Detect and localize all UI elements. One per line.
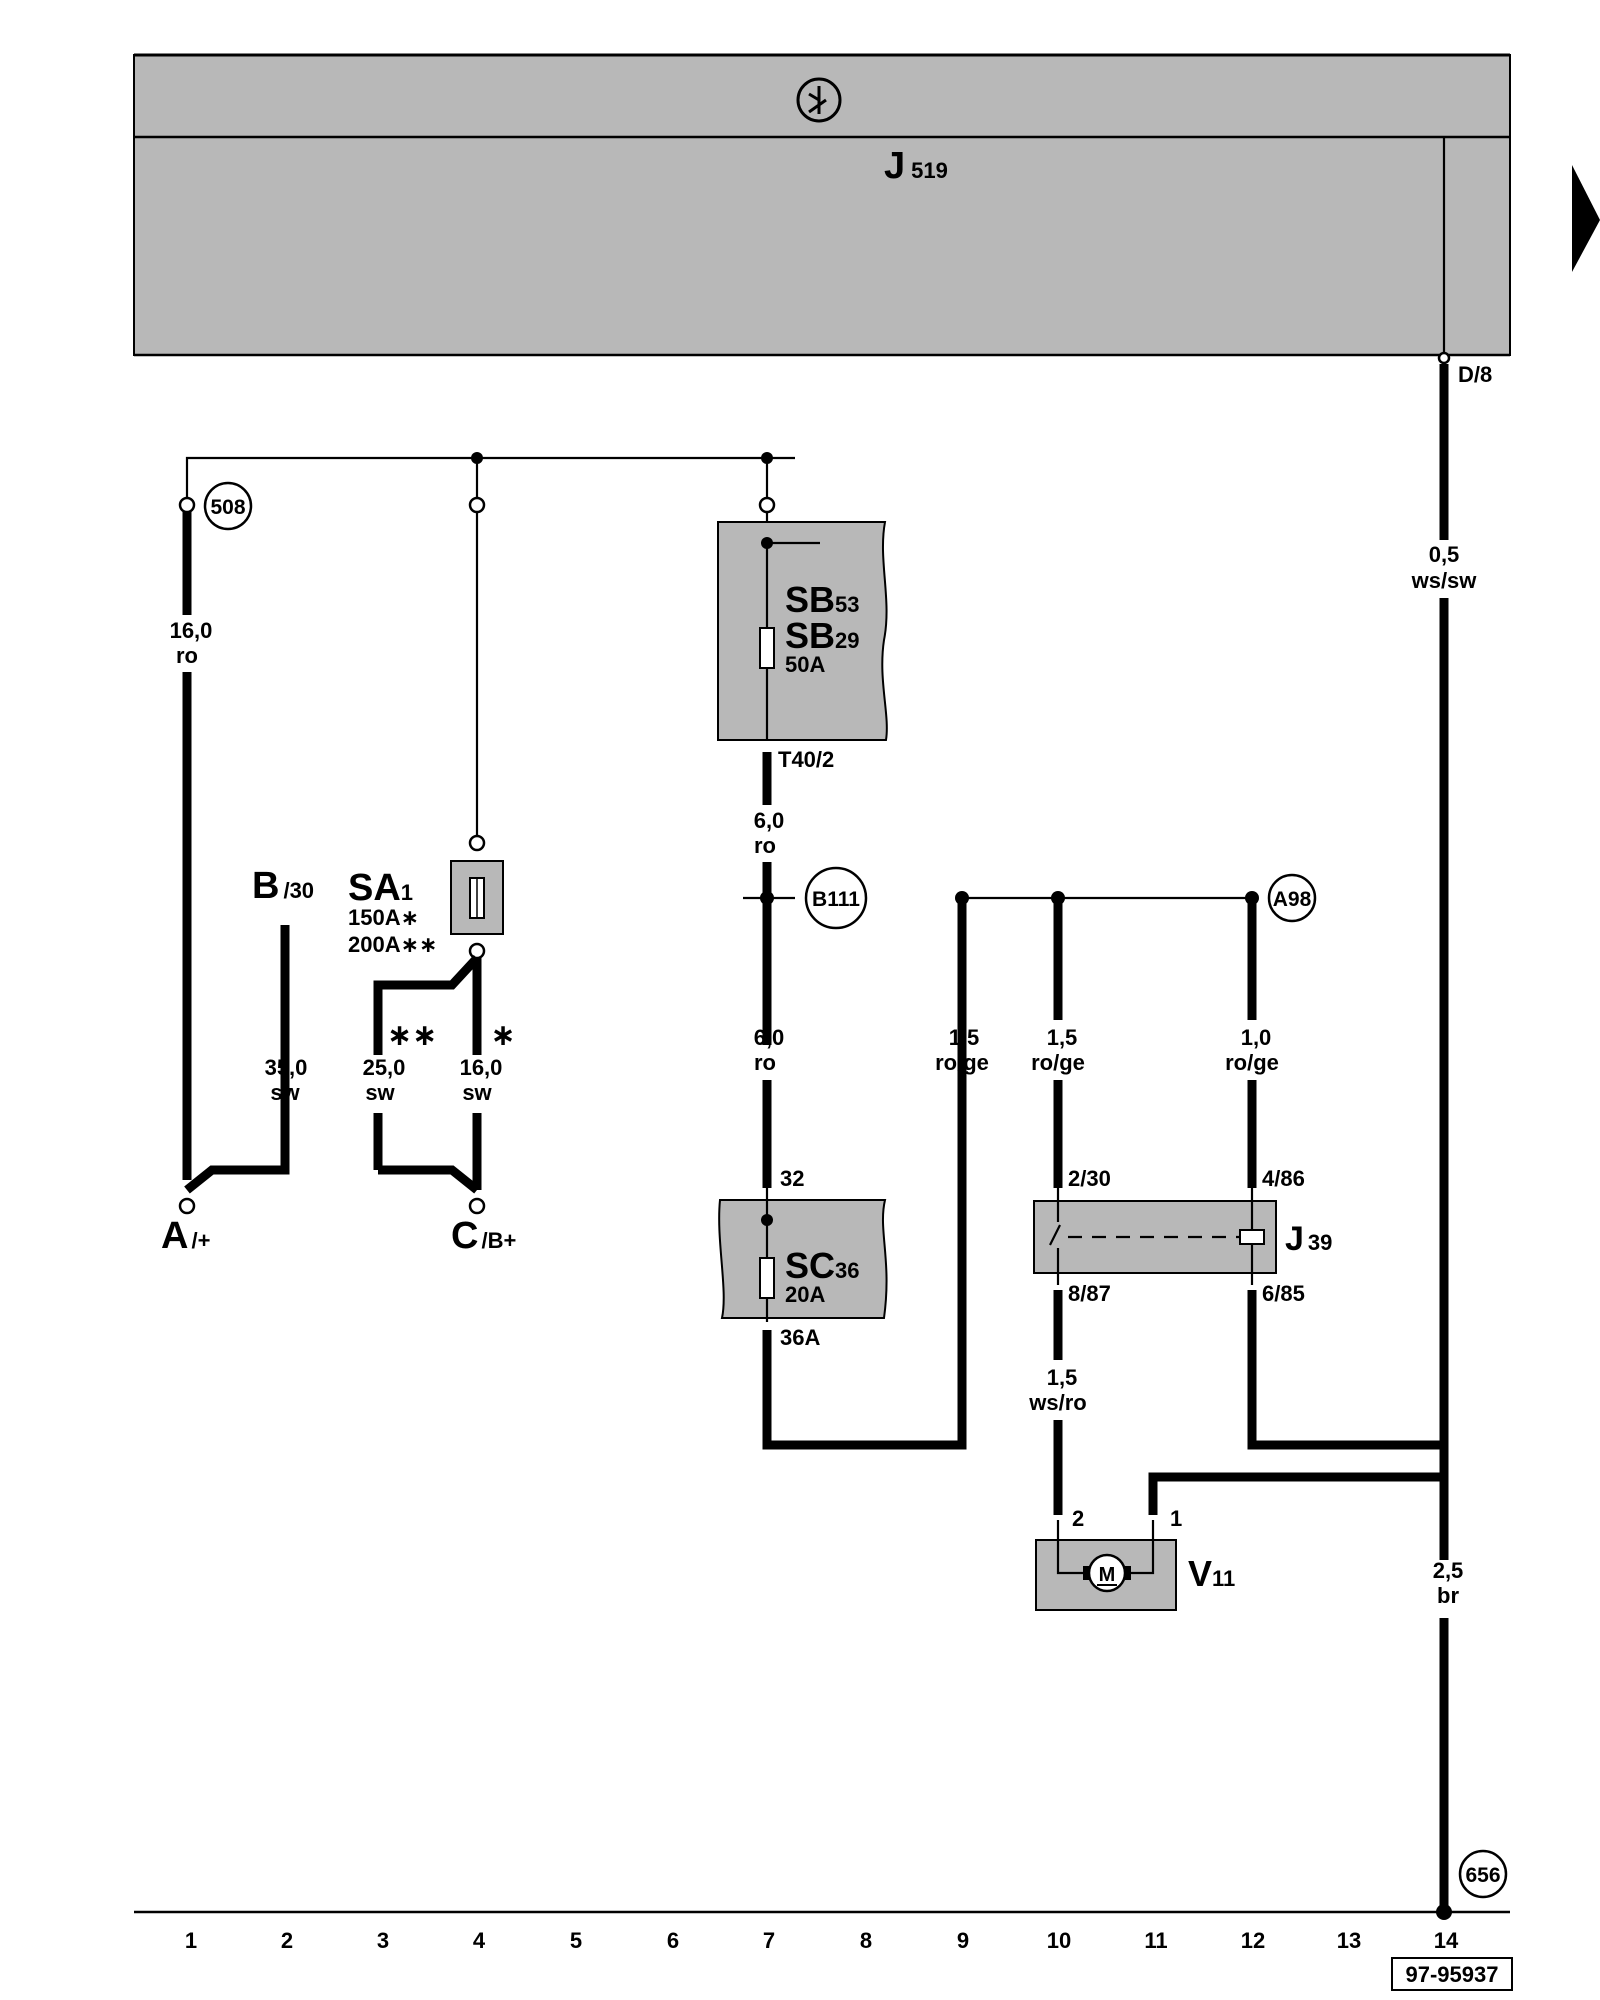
column-number: 7 (763, 1928, 775, 1953)
relay-coil-icon (1239, 1229, 1265, 1245)
wire-label-col10-color: ro/ge (1031, 1050, 1085, 1075)
sa1-rating-150: 150A∗ (348, 905, 419, 930)
wire-label-d8-color: ws/sw (1411, 568, 1478, 593)
wire-label-b111-color: ro (754, 1050, 776, 1075)
wire-label-col10b-size: 1,5 (1047, 1365, 1078, 1390)
wire-label-col9-color: ro/ge (935, 1050, 989, 1075)
column-number: 4 (473, 1928, 486, 1953)
sb29-label: SB29 (785, 615, 860, 656)
svg-text:508: 508 (210, 496, 245, 519)
wire-label-col12-color: ro/ge (1225, 1050, 1279, 1075)
wire-label-c16-color: sw (462, 1080, 492, 1105)
wire-label-b111-size: 6,0 (754, 1025, 785, 1050)
sc-rating: 20A (785, 1282, 825, 1307)
column-number: 13 (1337, 1928, 1361, 1953)
pin-4-86: 4/86 (1262, 1166, 1305, 1191)
column-number: 10 (1047, 1928, 1071, 1953)
fuse-sa1 (450, 860, 504, 935)
pin-6-85: 6/85 (1262, 1281, 1305, 1306)
terminal-b-wire: B/30 35,0 sw (252, 865, 314, 1105)
relay-switch-contact-icon (1049, 1224, 1061, 1246)
terminal-a: A/+ (161, 1215, 210, 1257)
column-number: 8 (860, 1928, 872, 1953)
wire-label-a-size: 16,0 (170, 618, 213, 643)
column-number: 11 (1144, 1928, 1167, 1953)
pin-32: 32 (780, 1166, 804, 1191)
diagram-id: 97-95937 (1406, 1962, 1499, 1987)
wire-label-col10b-color: ws/ro (1028, 1390, 1086, 1415)
column-number: 3 (377, 1928, 389, 1953)
relay-bus: A98 1,5 ro/ge 1,5 ro/ge 1,0 ro/ge (935, 873, 1317, 1188)
pin-2-30: 2/30 (1068, 1166, 1111, 1191)
wire-label-c25-color: sw (365, 1080, 395, 1105)
mark-double-star: ∗∗ (387, 1019, 437, 1052)
ground-wire-d8: D/8 0,5 ws/sw 2,5 br 656 (1148, 351, 1508, 1920)
pin-t40-2: T40/2 (778, 747, 834, 772)
wire-label-col12-size: 1,0 (1241, 1025, 1272, 1050)
column-number: 1 (185, 1928, 197, 1953)
fuse-sc-icon (759, 1257, 775, 1299)
top-bus (185, 452, 795, 498)
wire-label-b-color: sw (270, 1080, 300, 1105)
wire-label-col10-size: 1,5 (1047, 1025, 1078, 1050)
svg-text:656: 656 (1465, 1864, 1500, 1887)
wire-label-d8-size: 0,5 (1429, 542, 1460, 567)
wire-label-t40-color: ro (754, 833, 776, 858)
pin-d8: D/8 (1458, 362, 1492, 387)
wire-label-t40-size: 6,0 (754, 808, 785, 833)
wire-label-c25-size: 25,0 (363, 1055, 406, 1080)
wire-label-b-size: 35,0 (265, 1055, 308, 1080)
column-number: 9 (957, 1928, 969, 1953)
column-number: 5 (570, 1928, 582, 1953)
column-number: 14 (1434, 1928, 1459, 1953)
ground-switch-icon (796, 77, 842, 123)
fuse-branch-col7: SB53 SB29 50A T40/2 6,0 ro B111 6,0 ro 3… (717, 496, 967, 1450)
v11-label: V11 (1188, 1553, 1235, 1594)
svg-text:B111: B111 (812, 888, 860, 911)
column-number: 12 (1241, 1928, 1265, 1953)
ref-b111: B111 (804, 866, 868, 930)
motor-v11: 2 1 M V11 (1035, 1506, 1235, 1611)
sa1-branch: SA1 150A∗ 200A∗∗ ∗∗ ∗ 25,0 sw 16,0 sw C/… (348, 496, 516, 1257)
column-number: 6 (667, 1928, 679, 1953)
sb53-label: SB53 (785, 579, 860, 620)
wire-label-br-color: br (1437, 1583, 1459, 1608)
sa1-label: SA1 (348, 867, 413, 909)
diagram-id-box: 97-95937 (1391, 1957, 1513, 1991)
column-number: 2 (281, 1928, 293, 1953)
sa1-rating-200: 200A∗∗ (348, 932, 437, 957)
wire-col1: 508 16,0 ro A/+ (161, 481, 290, 1257)
wire-label-br-size: 2,5 (1433, 1558, 1464, 1583)
pin-motor-1: 1 (1170, 1506, 1182, 1531)
fuse-box-sb (717, 521, 888, 741)
continuation-arrow-icon (1572, 165, 1600, 272)
bottom-rail: 1 2 3 4 5 6 7 8 9 10 11 12 13 14 (134, 1910, 1510, 1953)
terminal-b: B/30 (252, 865, 314, 907)
terminal-c: C/B+ (451, 1215, 516, 1257)
svg-text:M: M (1099, 1564, 1116, 1586)
ref-656: 656 (1458, 1849, 1508, 1899)
mark-single-star: ∗ (490, 1019, 515, 1052)
pin-36a: 36A (780, 1325, 820, 1350)
wire-label-a-color: ro (176, 643, 198, 668)
sb-rating: 50A (785, 652, 825, 677)
pin-8-87: 8/87 (1068, 1281, 1111, 1306)
ref-508: 508 (203, 481, 253, 531)
motor-icon: M (1083, 1553, 1131, 1593)
fuse-sb-icon (759, 627, 775, 669)
wire-label-c16-size: 16,0 (460, 1055, 503, 1080)
svg-text:A98: A98 (1273, 888, 1312, 911)
pin-motor-2: 2 (1072, 1506, 1084, 1531)
sc36-label: SC36 (785, 1245, 860, 1286)
wire-label-col9-size: 1,5 (949, 1025, 980, 1050)
ref-a98: A98 (1267, 873, 1317, 923)
